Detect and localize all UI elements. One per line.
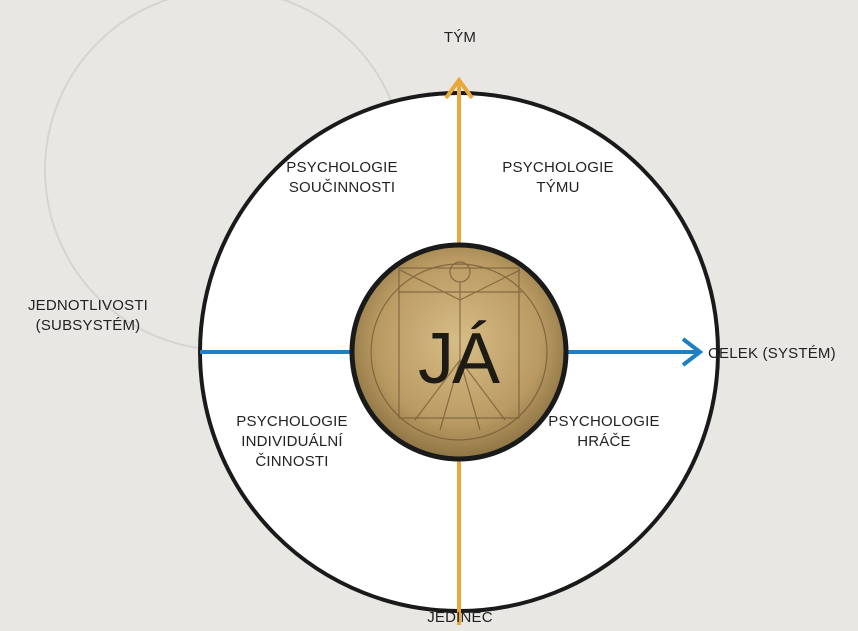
- quadrant-top-right: PSYCHOLOGIE TÝMU: [498, 158, 618, 198]
- quadrant-bottom-left-line-3: ČINNOSTI: [226, 452, 358, 472]
- quadrant-top-right-line-1: PSYCHOLOGIE: [498, 158, 618, 178]
- quadrant-bottom-left-line-1: PSYCHOLOGIE: [226, 412, 358, 432]
- quadrant-bottom-right-line-2: HRÁČE: [544, 432, 664, 452]
- axis-label-left-line-1: JEDNOTLIVOSTI: [8, 296, 168, 316]
- quadrant-bottom-left: PSYCHOLOGIE INDIVIDUÁLNÍ ČINNOSTI: [226, 412, 358, 472]
- axis-label-top: TÝM: [436, 28, 484, 48]
- axis-label-right: CELEK (SYSTÉM): [708, 344, 854, 364]
- quadrant-bottom-right-line-1: PSYCHOLOGIE: [544, 412, 664, 432]
- axis-label-bottom: JEDINEC: [414, 608, 506, 628]
- quadrant-top-left-line-2: SOUČINNOSTI: [282, 178, 402, 198]
- axis-label-left: JEDNOTLIVOSTI (SUBSYSTÉM): [8, 296, 168, 336]
- center-label: JÁ: [418, 318, 498, 400]
- quadrant-top-left: PSYCHOLOGIE SOUČINNOSTI: [282, 158, 402, 198]
- quadrant-bottom-right: PSYCHOLOGIE HRÁČE: [544, 412, 664, 452]
- quadrant-top-left-line-1: PSYCHOLOGIE: [282, 158, 402, 178]
- quadrant-top-right-line-2: TÝMU: [498, 178, 618, 198]
- quadrant-bottom-left-line-2: INDIVIDUÁLNÍ: [226, 432, 358, 452]
- axis-label-left-line-2: (SUBSYSTÉM): [8, 316, 168, 336]
